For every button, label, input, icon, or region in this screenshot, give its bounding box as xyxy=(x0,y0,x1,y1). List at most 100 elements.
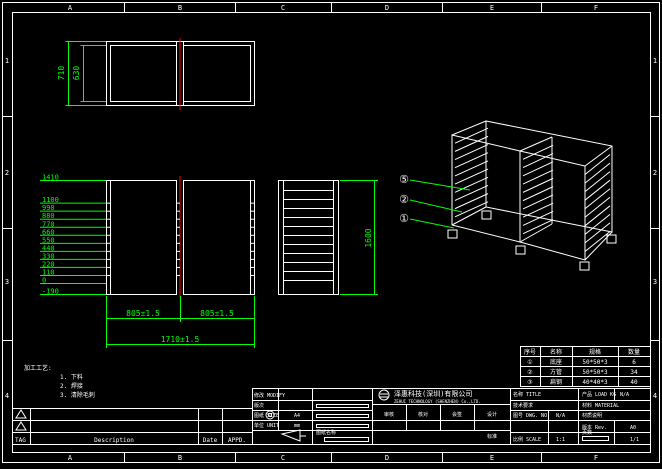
zone-ticks xyxy=(2,2,660,463)
iso-rung-mid-1 xyxy=(522,153,554,168)
bom-row-1-qty: 6 xyxy=(632,359,636,366)
bom-row-1-no: ① xyxy=(527,359,532,366)
top-view-depth-dim: 710 xyxy=(57,66,66,81)
row-label-1-right: 1 xyxy=(653,57,657,65)
col-label-d-bottom: D xyxy=(385,454,389,462)
level-label-3: 880 xyxy=(42,212,55,220)
level-label-4: 770 xyxy=(42,220,55,228)
level-label-6: 550 xyxy=(42,236,55,244)
bom-header-spec: 规格 xyxy=(589,348,601,356)
iso-rung-right-6 xyxy=(584,205,611,227)
level-label-7: 440 xyxy=(42,244,55,252)
col-label-e-bottom: E xyxy=(490,454,494,462)
tb-version-label: 版本 Rev. xyxy=(582,424,607,431)
iso-rung-right-1 xyxy=(584,162,611,184)
top-view-inner-left xyxy=(110,45,177,102)
front-view-right-frame xyxy=(183,180,255,295)
iso-rung-right-9 xyxy=(584,231,611,252)
tb-unit-value: mm xyxy=(294,423,300,429)
row-label-1-left: 1 xyxy=(5,57,9,65)
iso-rung-left-7 xyxy=(454,184,489,201)
title-block[interactable]: 修改 MODIFY 版次 图纸 SIZE A4 单位 UNIT mm 图纸名称 … xyxy=(252,388,651,445)
tb-title-value2: N/A xyxy=(620,392,629,398)
tb-version-value: A0 xyxy=(630,425,636,431)
iso-rung-left-9 xyxy=(454,201,489,218)
revision-approved-label: APPD. xyxy=(228,437,246,444)
bom-row-2-no: ② xyxy=(527,369,532,376)
bom-row-3-spec: 40*40*3 xyxy=(582,379,608,386)
level-label-2: 990 xyxy=(42,204,55,212)
level-label-12: -190 xyxy=(42,288,59,296)
tb-role-review: 审核 xyxy=(384,411,394,418)
row-label-4-left: 4 xyxy=(5,392,9,400)
bom-row-2-spec: 50*50*3 xyxy=(582,369,608,376)
tb-sheet-value: 1/1 xyxy=(630,437,639,443)
top-view[interactable]: 710 630 xyxy=(57,38,255,110)
level-label-8: 330 xyxy=(42,252,55,260)
iso-rung-left-0 xyxy=(454,127,489,144)
side-view[interactable]: 1600 xyxy=(278,180,379,295)
row-label-3-left: 3 xyxy=(5,278,9,286)
bom-header-qty: 数量 xyxy=(628,348,640,356)
iso-rung-right-4 xyxy=(584,188,611,210)
iso-rung-right-2 xyxy=(584,171,611,193)
iso-rung-left-1 xyxy=(454,135,489,152)
iso-rung-mid-4 xyxy=(522,177,554,193)
front-view[interactable]: 141011009908807706605504403302201100-190… xyxy=(40,174,255,349)
callout-1: ① xyxy=(399,212,409,225)
col-label-c-bottom: C xyxy=(281,454,285,462)
bom-row-1-name: 底座 xyxy=(550,358,562,366)
iso-foot-5 xyxy=(606,234,617,244)
tb-drawing-no-label: 图号 DWG. NO. xyxy=(513,413,550,419)
tb-drawing-no-value: N/A xyxy=(556,413,565,419)
revision-date-label: Date xyxy=(203,437,218,444)
iso-rung-left-4 xyxy=(454,160,489,177)
iso-foot-3 xyxy=(579,261,590,271)
sheet-outer-border xyxy=(2,2,660,463)
iso-rung-mid-3 xyxy=(522,169,554,185)
bom-row-2-name: 方管 xyxy=(550,368,562,376)
tb-side-tag: 标准 xyxy=(487,433,497,440)
level-label-0: 1410 xyxy=(42,174,59,182)
bom-header-name: 名称 xyxy=(550,348,562,356)
tb-role-sign: 会签 xyxy=(452,411,462,418)
col-label-b-bottom: B xyxy=(178,454,182,462)
isometric-view[interactable] xyxy=(447,120,617,271)
iso-rung-left-2 xyxy=(454,144,489,161)
tb-unit-label: 单位 UNIT xyxy=(254,422,279,429)
tb-company-cn: 泽惠科技(深圳)有限公司 xyxy=(394,389,472,398)
top-view-inner-right xyxy=(183,45,251,102)
notes-item-3: 3. 清除毛刺 xyxy=(60,391,95,399)
tb-paper-size-value: A4 xyxy=(294,413,300,419)
tb-role-design: 设计 xyxy=(487,411,497,418)
row-label-4-right: 4 xyxy=(653,392,657,400)
front-view-total-width-dim: 1710±1.5 xyxy=(161,335,200,344)
col-label-c-top: C xyxy=(281,4,285,12)
side-view-height-dim: 1600 xyxy=(364,228,373,247)
bom-header-no: 序号 xyxy=(524,348,536,356)
level-label-5: 660 xyxy=(42,228,55,236)
iso-rung-mid-0 xyxy=(522,144,554,160)
iso-rung-mid-8 xyxy=(522,211,554,226)
notes-title: 加工工艺: xyxy=(24,364,52,372)
iso-foot-1 xyxy=(447,229,458,239)
tb-paper-size-label: 图纸 SIZE xyxy=(254,412,279,419)
iso-rung-left-5 xyxy=(454,168,489,185)
revision-table[interactable]: TAG Description Date APPD. xyxy=(12,408,253,445)
notes-item-1: 1. 下料 xyxy=(60,373,83,381)
tb-title-label: 名称 TITLE xyxy=(513,391,541,398)
front-view-right-width-dim: 805±1.5 xyxy=(200,309,234,318)
iso-rung-mid-2 xyxy=(522,161,554,177)
projection-symbol xyxy=(265,410,306,442)
col-label-d-top: D xyxy=(385,4,389,12)
callout-2: ② xyxy=(399,193,409,206)
tb-scale-label: 比例 SCALE xyxy=(513,436,541,443)
level-label-1: 1100 xyxy=(42,196,59,204)
revision-description-label: Description xyxy=(94,437,134,444)
bom-table[interactable]: 序号 名称 规格 数量 ① 底座 50*50*3 6 ② 方管 50*50*3 … xyxy=(520,346,651,387)
col-label-b-top: B xyxy=(178,4,182,12)
row-label-2-right: 2 xyxy=(653,169,657,177)
process-notes: 加工工艺: 1. 下料 2. 焊接 3. 清除毛刺 xyxy=(24,364,95,399)
